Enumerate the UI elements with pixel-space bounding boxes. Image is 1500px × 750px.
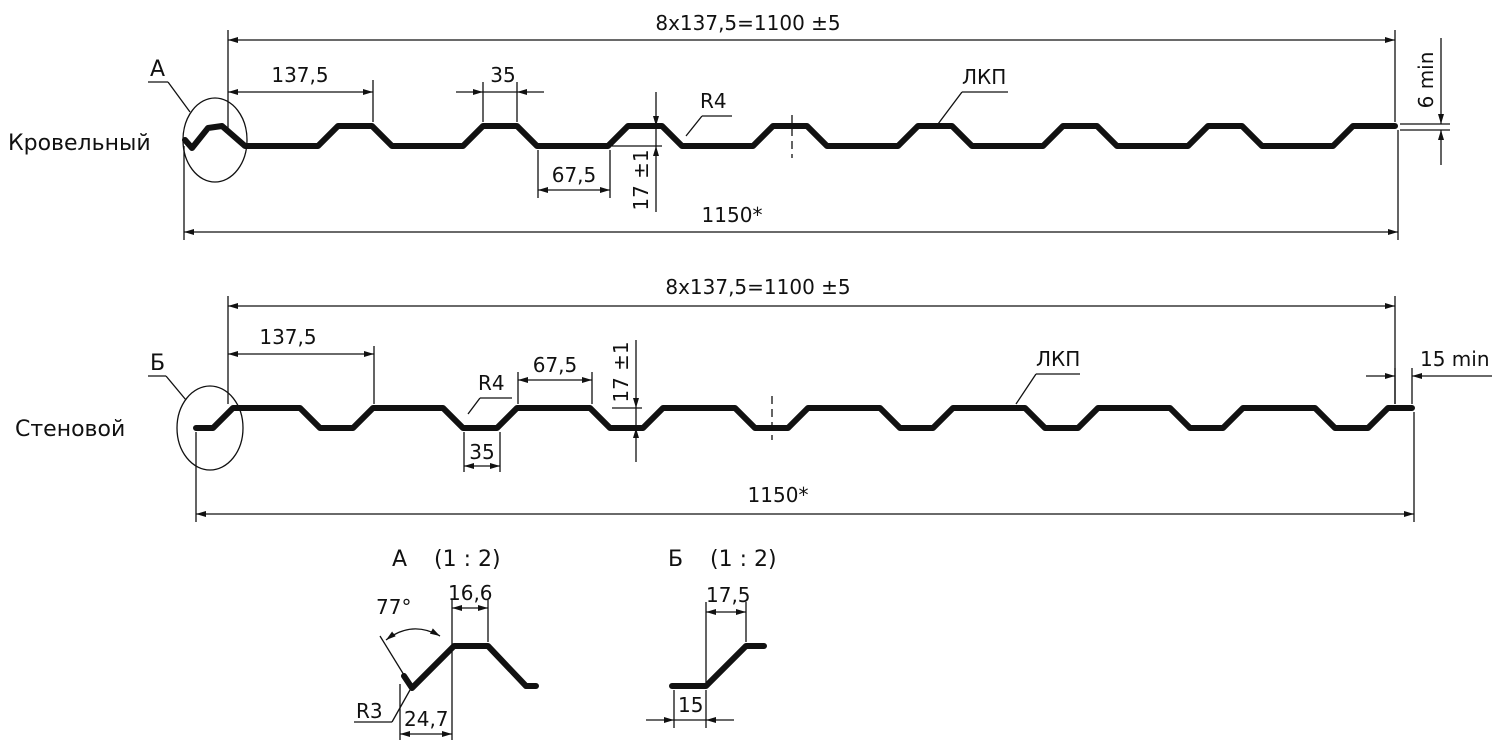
roof-overlap-text: 6 min	[1414, 52, 1438, 109]
roof-coating-leader	[937, 91, 963, 125]
roof-bottom-width-text: 67,5	[552, 163, 597, 187]
detail-b-title: Б	[668, 547, 683, 572]
detail-a-ref: А	[150, 57, 165, 82]
wall-bottom-width-text: 35	[469, 440, 494, 464]
detail-b-scale: (1 : 2)	[710, 547, 777, 572]
wall-section: Стеновой Б 8x137,5=1100 ±5 137,5 67,5 R4…	[15, 275, 1492, 522]
detail-a-radius-leader	[391, 689, 411, 723]
wall-radius-text: R4	[478, 371, 505, 395]
wall-total-pitch-text: 8x137,5=1100 ±5	[665, 275, 850, 299]
detail-b-flat-text: 15	[678, 693, 703, 717]
wall-radius-leader	[467, 397, 481, 415]
roof-top-width-text: 35	[490, 63, 515, 87]
detail-a-title: А	[392, 547, 407, 572]
roof-radius-leader	[685, 115, 703, 137]
wall-profile-line	[193, 405, 1415, 431]
roof-profile-line	[182, 123, 1398, 151]
detail-a-angle-text: 77°	[376, 595, 411, 619]
roof-label: Кровельный	[8, 131, 151, 156]
detail-b-ref: Б	[150, 351, 165, 376]
detail-a-marker-circle	[182, 97, 248, 183]
detail-a-leader	[167, 81, 191, 113]
roof-full-width-text: 1150*	[702, 203, 763, 227]
detail-a-scale: (1 : 2)	[434, 547, 501, 572]
wall-coating-text: ЛКП	[1036, 347, 1080, 371]
detail-a: А (1 : 2) 77° 16,6 R3 24,7	[354, 547, 539, 740]
detail-a-radius-text: R3	[356, 699, 383, 723]
roof-pitch-text: 137,5	[271, 63, 328, 87]
detail-b-marker-circle	[176, 385, 244, 471]
roof-total-pitch-text: 8x137,5=1100 ±5	[655, 11, 840, 35]
detail-b-leader	[165, 375, 187, 401]
roof-radius-text: R4	[700, 89, 727, 113]
detail-b: Б (1 : 2) 17,5 15	[646, 547, 777, 728]
detail-a-base-text: 24,7	[404, 707, 449, 731]
wall-label: Стеновой	[15, 417, 125, 442]
detail-a-profile	[401, 643, 539, 691]
detail-b-profile	[669, 643, 767, 689]
detail-a-top-text: 16,6	[448, 581, 493, 605]
wall-full-width-text: 1150*	[748, 483, 809, 507]
wall-overlap-text: 15 min	[1420, 347, 1490, 371]
roof-section: Кровельный А 8x137,5=1100 ±5 137,5 35 67…	[8, 11, 1450, 240]
roof-coating-text: ЛКП	[962, 65, 1006, 89]
wall-pitch-text: 137,5	[259, 325, 316, 349]
wall-height-text: 17 ±1	[609, 341, 633, 402]
detail-b-width-text: 17,5	[706, 583, 751, 607]
roof-height-text: 17 ±1	[629, 149, 653, 210]
wall-top-width-text: 67,5	[533, 353, 578, 377]
detail-a-angle-arc	[385, 628, 441, 641]
wall-coating-leader	[1015, 373, 1037, 405]
